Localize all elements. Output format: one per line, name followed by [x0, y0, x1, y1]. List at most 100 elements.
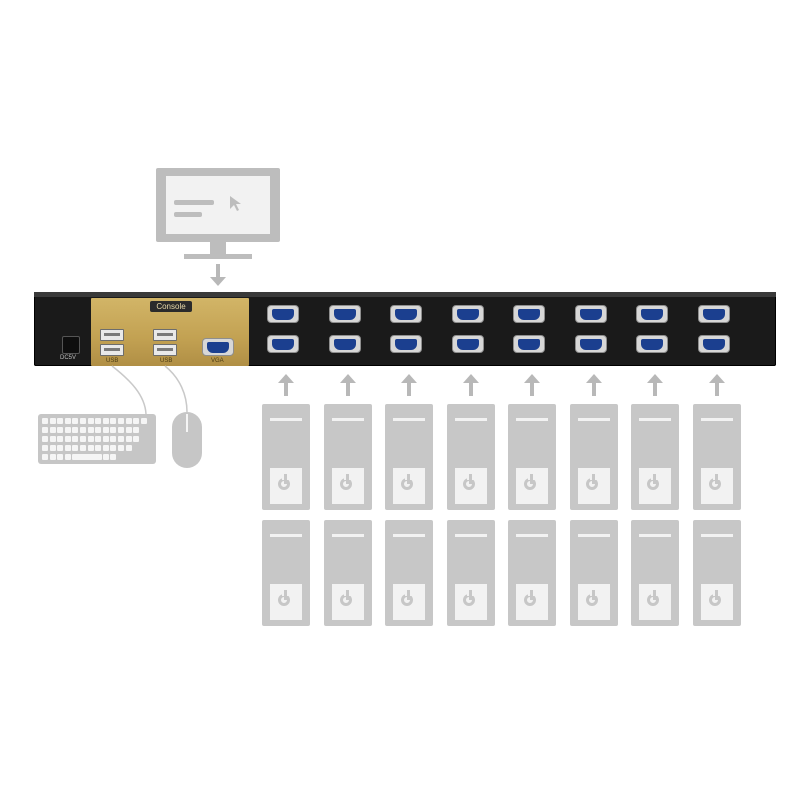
key	[87, 418, 94, 424]
key	[102, 454, 109, 460]
computer-vga-port[interactable]	[267, 305, 299, 323]
key	[80, 436, 86, 442]
computer-vga-port[interactable]	[697, 335, 730, 353]
computer-vga-port[interactable]	[267, 335, 299, 353]
drive-slot	[393, 534, 425, 537]
key	[125, 436, 132, 442]
computer-vga-port[interactable]	[636, 305, 668, 323]
key	[95, 445, 102, 451]
key	[118, 445, 124, 451]
key	[80, 418, 86, 424]
key	[80, 427, 86, 433]
key	[102, 418, 109, 424]
arrow-up-icon	[462, 374, 479, 398]
key	[49, 445, 56, 451]
key	[64, 427, 71, 433]
key	[64, 445, 71, 451]
arrow-up-icon	[524, 374, 540, 398]
key	[118, 418, 124, 424]
key	[49, 454, 56, 460]
key	[49, 427, 56, 433]
computer-vga-port[interactable]	[574, 335, 607, 353]
console-vga-port[interactable]	[202, 338, 234, 356]
computer-vga-port[interactable]	[636, 335, 668, 353]
computer-tower-icon	[385, 520, 433, 626]
computer-tower-icon	[446, 404, 495, 510]
computer-vga-port[interactable]	[390, 305, 422, 323]
front-panel	[454, 584, 487, 620]
key	[72, 445, 79, 451]
key	[72, 436, 79, 442]
usb-port[interactable]	[153, 329, 177, 341]
key	[42, 454, 48, 460]
key	[42, 436, 48, 442]
key	[57, 436, 64, 442]
front-panel	[270, 468, 302, 504]
computer-vga-port[interactable]	[328, 305, 361, 323]
front-panel	[516, 468, 548, 504]
drive-slot	[700, 418, 733, 421]
computer-vga-port[interactable]	[390, 335, 422, 353]
key	[87, 427, 94, 433]
dc-power-jack[interactable]	[62, 336, 80, 354]
front-panel	[393, 468, 425, 504]
key	[125, 445, 132, 451]
usb-port[interactable]	[153, 344, 177, 356]
key	[102, 427, 109, 433]
drive-slot	[639, 418, 671, 421]
computer-tower-icon	[262, 520, 310, 626]
key	[133, 418, 140, 424]
front-panel	[393, 584, 425, 620]
key	[42, 445, 48, 451]
key	[49, 436, 56, 442]
keyboard-icon	[38, 414, 156, 464]
key	[57, 418, 64, 424]
computer-tower-icon	[385, 404, 433, 510]
key	[133, 427, 140, 433]
computer-vga-port[interactable]	[328, 335, 361, 353]
computer-vga-port[interactable]	[513, 305, 545, 323]
usb-port[interactable]	[100, 344, 124, 356]
vga-label: VGA	[211, 358, 224, 364]
drive-slot	[270, 418, 302, 421]
drive-slot	[577, 418, 610, 421]
key	[72, 418, 79, 424]
usb-label: USB	[160, 358, 173, 364]
front-panel	[700, 584, 733, 620]
drive-slot	[454, 418, 487, 421]
computer-tower-icon	[323, 520, 372, 626]
front-panel	[331, 584, 364, 620]
key	[72, 427, 79, 433]
computer-vga-port[interactable]	[574, 305, 607, 323]
computer-vga-port[interactable]	[697, 305, 730, 323]
computer-vga-port[interactable]	[451, 335, 484, 353]
key	[87, 436, 94, 442]
front-panel	[577, 468, 610, 504]
computer-tower-icon	[692, 404, 741, 510]
drive-slot	[393, 418, 425, 421]
computer-tower-icon	[508, 520, 556, 626]
drive-slot	[700, 534, 733, 537]
computer-tower-icon	[631, 404, 679, 510]
key	[64, 454, 71, 460]
usb-port[interactable]	[100, 329, 124, 341]
front-panel	[639, 468, 671, 504]
computer-tower-icon	[262, 404, 310, 510]
drive-slot	[516, 534, 548, 537]
usb-label: USB	[106, 358, 119, 364]
key	[57, 445, 64, 451]
front-panel	[700, 468, 733, 504]
arrow-down-icon	[210, 264, 226, 288]
key	[140, 418, 147, 424]
computer-tower-icon	[446, 520, 495, 626]
computer-vga-port[interactable]	[451, 305, 484, 323]
key	[133, 436, 140, 442]
computer-vga-port[interactable]	[513, 335, 545, 353]
computer-tower-icon	[569, 404, 618, 510]
key	[42, 427, 48, 433]
computer-tower-icon	[569, 520, 618, 626]
drive-slot	[639, 534, 671, 537]
computer-tower-icon	[323, 404, 372, 510]
key	[110, 436, 117, 442]
computer-tower-icon	[508, 404, 556, 510]
